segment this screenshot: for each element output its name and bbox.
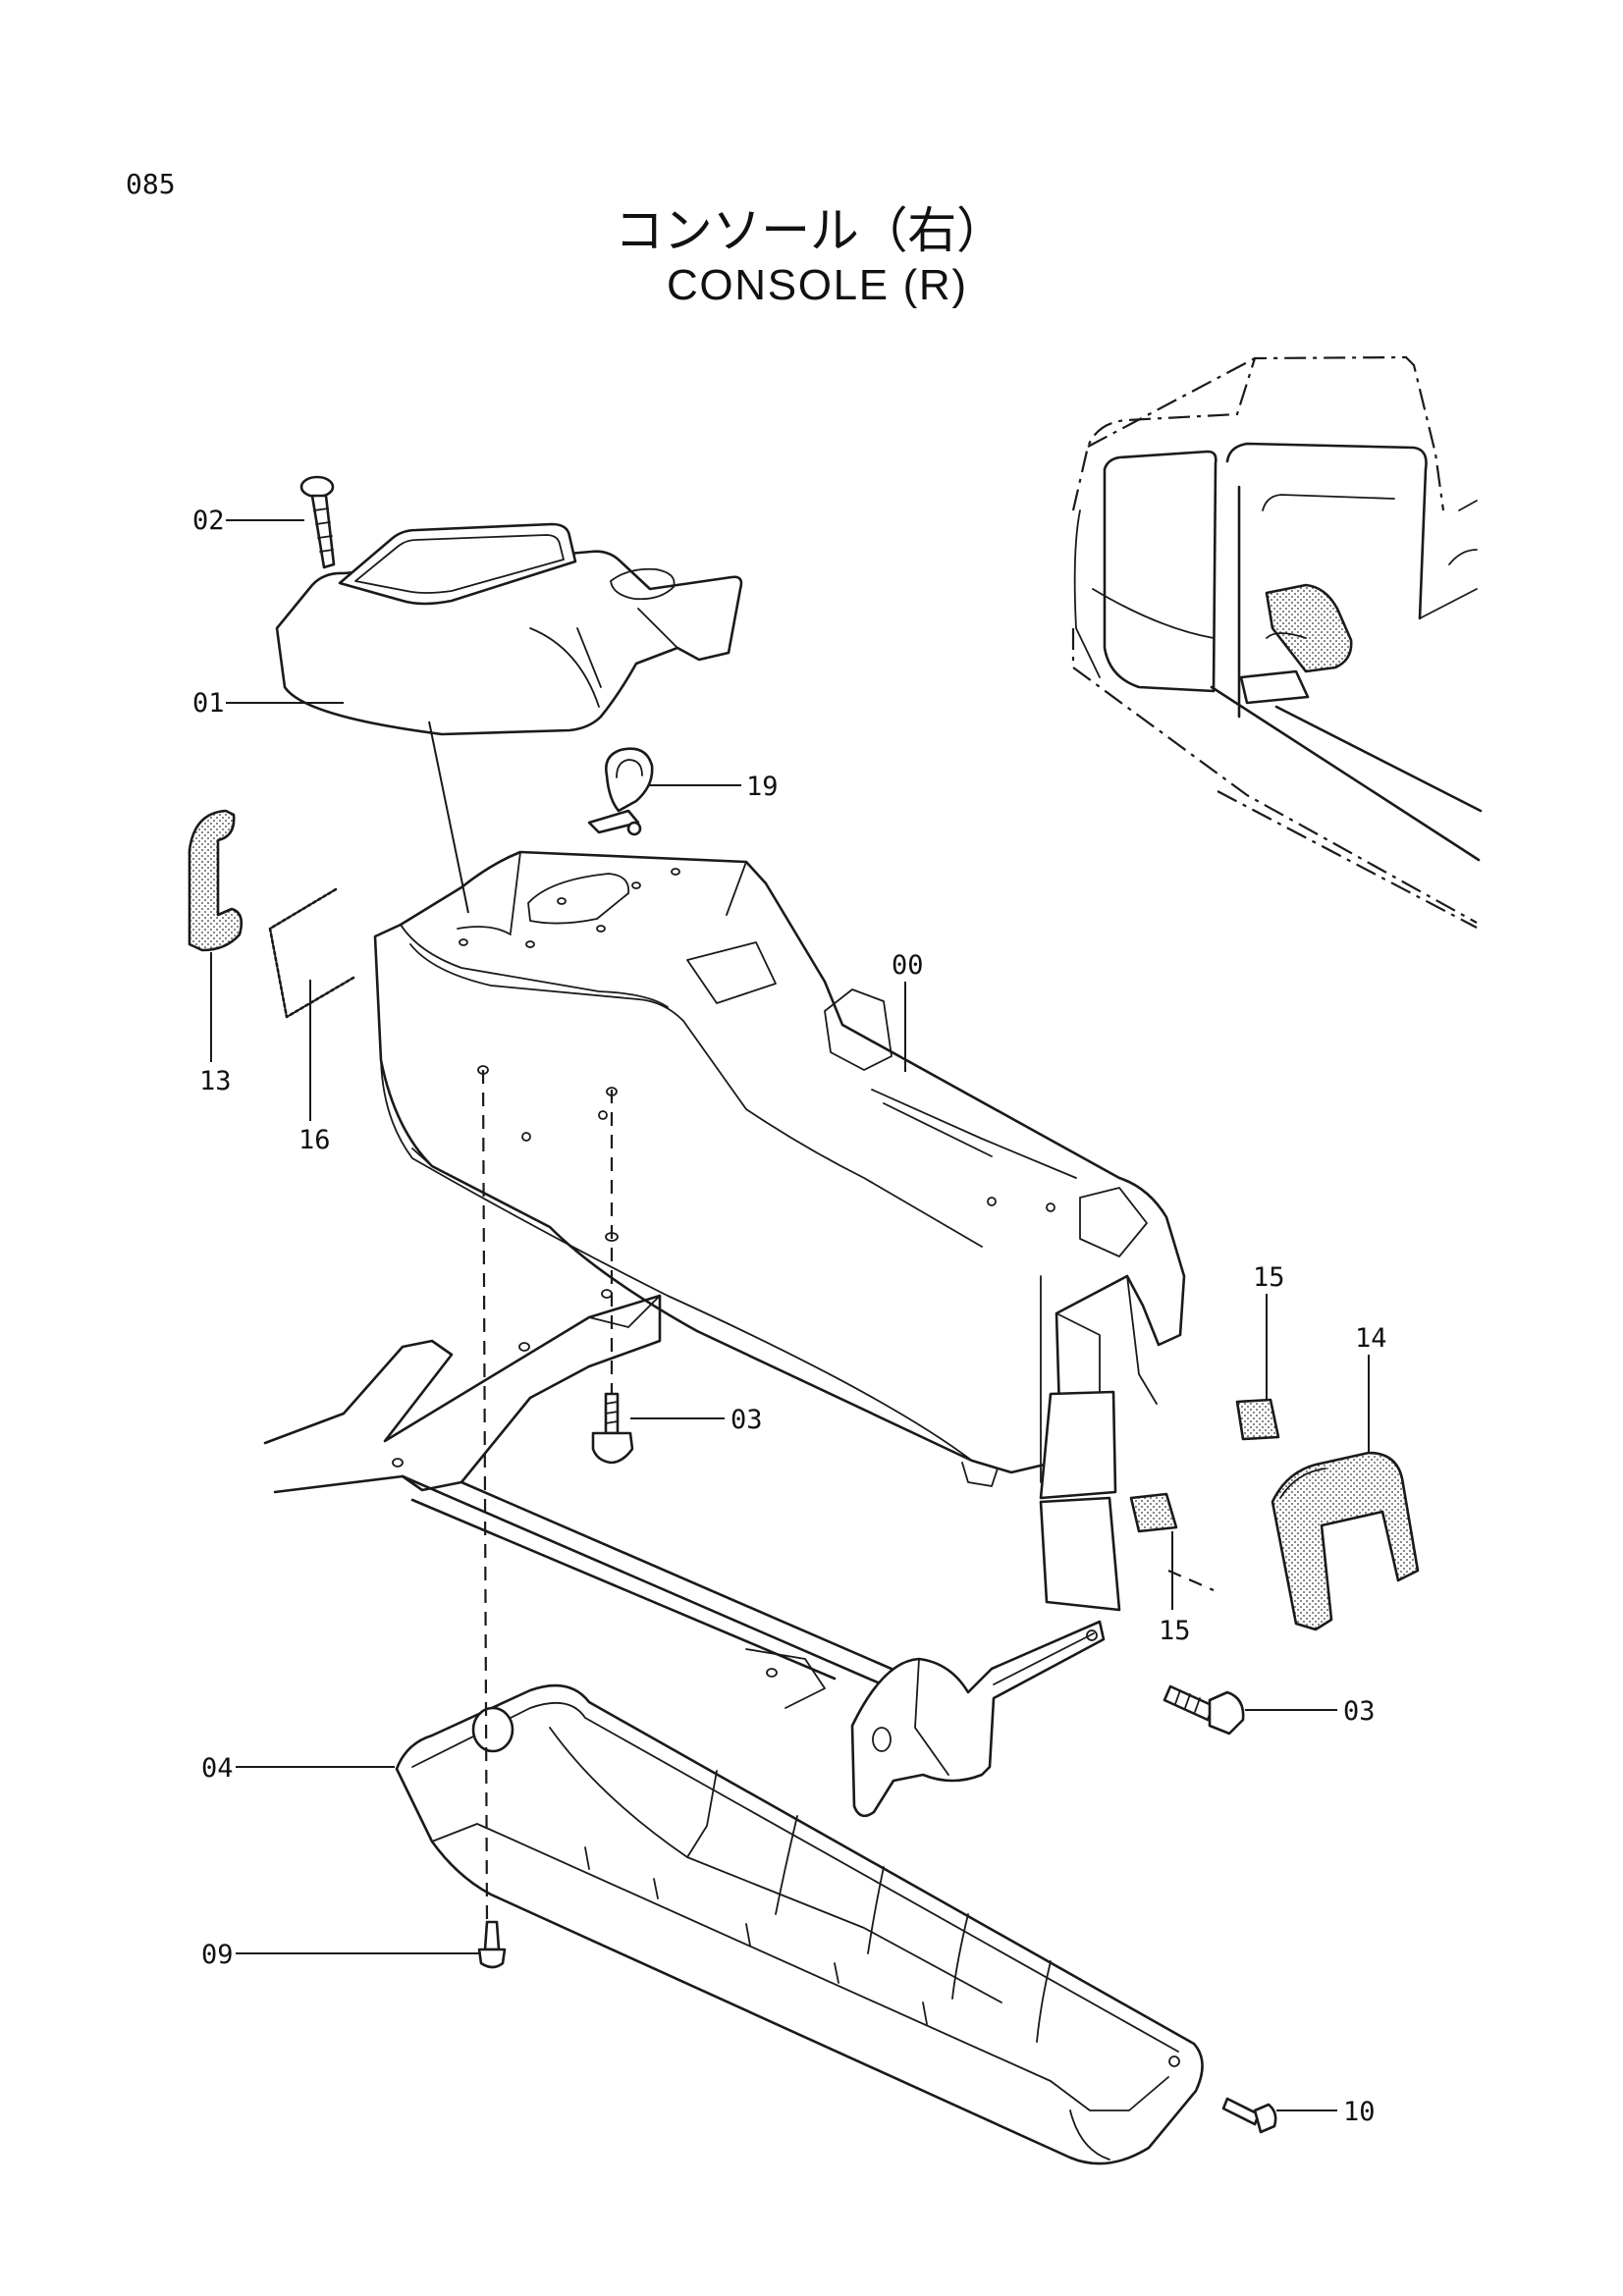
callout-09: 09	[201, 1940, 234, 1970]
callout-15-lower: 15	[1159, 1616, 1191, 1646]
u-pad-14-part	[1271, 1451, 1420, 1631]
lower-cover-part	[395, 1683, 1204, 2165]
callout-10: 10	[1343, 2097, 1376, 2127]
callout-04: 04	[201, 1753, 234, 1784]
right-bracket-part	[850, 1390, 1121, 1818]
rubber-pad-part	[188, 809, 243, 952]
screw-02-part	[299, 475, 336, 569]
title-japanese: コンソール（右）	[615, 202, 1005, 259]
callout-03-right: 03	[1343, 1696, 1376, 1727]
cushion-pad-15-upper-part	[1235, 1398, 1280, 1441]
bolt-03-center-part	[591, 1392, 634, 1465]
cab-location-inset	[1071, 355, 1483, 929]
callout-16: 16	[298, 1125, 331, 1155]
callout-00: 00	[892, 950, 924, 981]
title-english: CONSOLE (R)	[667, 261, 966, 309]
edge-trim-part	[268, 887, 355, 1019]
callout-14: 14	[1355, 1323, 1387, 1354]
callout-13: 13	[199, 1066, 232, 1096]
callout-03-center: 03	[730, 1405, 763, 1435]
callout-19: 19	[746, 772, 779, 802]
callout-labels: 02 01 19 13 16 00 15 14 03 15 03 04 09 1…	[192, 506, 1387, 2127]
console-body-part	[373, 850, 1186, 1487]
callout-15-upper: 15	[1253, 1262, 1285, 1293]
leader-lines	[210, 519, 1370, 2111]
callout-02: 02	[192, 506, 225, 536]
screw-10-part	[1221, 2097, 1277, 2134]
hose-clamp-part	[587, 747, 654, 836]
callout-01: 01	[192, 688, 225, 719]
screw-09-part	[477, 1920, 507, 1969]
upper-cover-part	[275, 522, 743, 736]
alignment-lines	[428, 721, 1215, 1925]
cushion-pad-15-lower-part	[1129, 1492, 1178, 1533]
bolt-03-right-part	[1163, 1684, 1245, 1735]
page-number: 085	[126, 168, 176, 200]
